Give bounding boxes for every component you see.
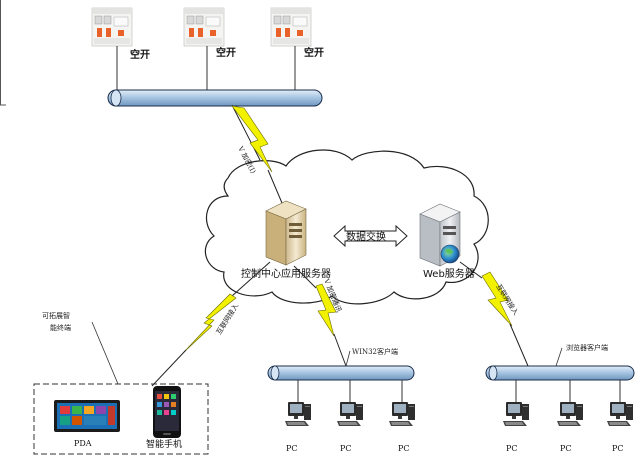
breaker-2-label: 空开: [216, 46, 236, 59]
web-server-label: Web服务器: [423, 267, 475, 280]
phone-label: 智能手机: [146, 438, 182, 450]
ext-terminal-leader: [91, 321, 119, 385]
control-server-label: 控制中心应用服务器: [241, 267, 331, 280]
lightning-right: [481, 271, 513, 327]
browser-pc-2-label: PC: [560, 444, 572, 453]
lightning-mid: [315, 283, 337, 337]
web-server-icon: [419, 203, 461, 267]
breaker-1-label: 空开: [130, 48, 150, 61]
win32-pc-2: [337, 402, 363, 426]
browser-bus: [485, 365, 635, 381]
breaker-2: [183, 7, 225, 47]
win32-pc-3: [389, 402, 415, 426]
win32-pc-1-label: PC: [286, 444, 298, 453]
control-server-icon: [265, 200, 307, 266]
win32-bus: [267, 365, 415, 381]
win32-pc-3-label: PC: [398, 444, 410, 453]
browser-pc-2: [557, 402, 583, 426]
win32-label: WIN32客户端: [352, 347, 398, 356]
lightning-top: [231, 105, 273, 173]
browser-pc-3: [607, 402, 633, 426]
browser-pc-1-label: PC: [506, 444, 518, 453]
pda-device: [54, 400, 120, 432]
data-exchange-label: 数据交换: [346, 230, 386, 243]
breaker-3: [270, 7, 312, 47]
win32-pc-1: [285, 402, 311, 426]
browser-pc-3-label: PC: [612, 444, 624, 453]
ext-terminal-label-line1: 可拓展智: [42, 311, 70, 320]
top-bus: [107, 89, 323, 107]
win32-pc-2-label: PC: [340, 444, 352, 453]
terminal-group-box: [33, 383, 209, 455]
lightning-left: [183, 293, 237, 353]
browser-pc-1: [503, 402, 529, 426]
data-exchange-arrow: [333, 224, 408, 248]
pda-label: PDA: [74, 439, 92, 448]
smartphone-device: [153, 386, 181, 438]
browser-label: 浏览器客户端: [566, 343, 608, 352]
ext-terminal-label-line2: 能终端: [50, 323, 71, 332]
breaker-3-label: 空开: [304, 46, 324, 59]
breaker-1: [91, 7, 133, 47]
